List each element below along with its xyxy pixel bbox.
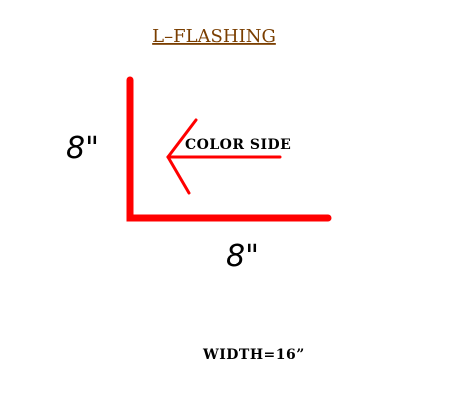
- vertical-leg-dimension: 8": [66, 131, 99, 166]
- arrow-head-upper: [166, 118, 198, 159]
- color-side-arrow: [166, 118, 282, 195]
- horizontal-leg-dimension: 8": [226, 239, 259, 274]
- arrow-head-lower: [166, 155, 191, 195]
- l-flashing-profile: [126, 76, 332, 222]
- color-side-label: COLOR SIDE: [185, 137, 291, 153]
- width-label: WIDTH=16”: [202, 347, 305, 363]
- diagram-title: L–FLASHING: [152, 26, 276, 47]
